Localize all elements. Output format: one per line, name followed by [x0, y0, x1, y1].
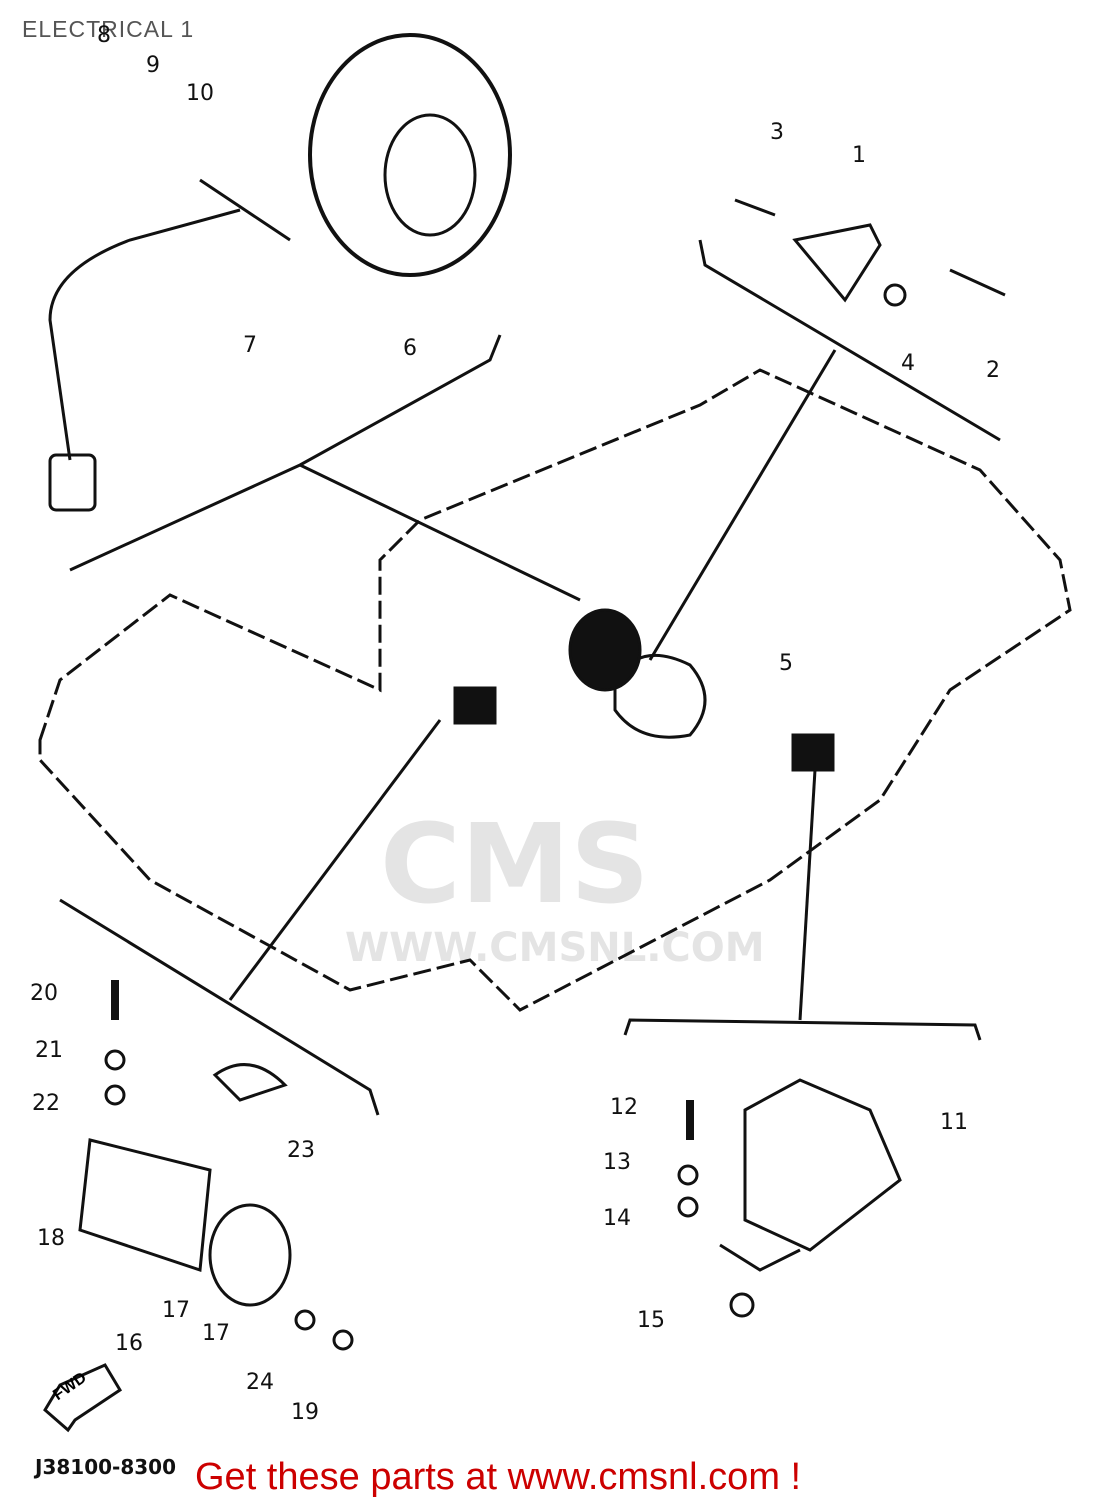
starter-relay: [208, 1203, 292, 1307]
bracket-bottom-left: [59, 898, 380, 1116]
pickup-coil-wire: [48, 178, 291, 461]
callout-3: 3: [770, 120, 784, 145]
callout-19: 19: [291, 1400, 319, 1425]
frame-body-outline: [38, 368, 1072, 1012]
nut-4: [883, 283, 907, 307]
bracket-bottom-right: [623, 1018, 982, 1041]
bracket-top-left: [69, 334, 502, 572]
bracket-top-right: [698, 239, 1001, 442]
fwd-arrow-icon: [43, 1363, 123, 1433]
callout-17a: 17: [162, 1298, 190, 1323]
washer-22: [104, 1084, 126, 1106]
starter-motor-body: [78, 1138, 212, 1273]
watermark-url: WWW.CMSNL.COM: [345, 925, 765, 971]
mount-block-right: [791, 733, 835, 772]
grommet-5: [613, 653, 707, 739]
callout-11: 11: [940, 1110, 968, 1135]
clamp-23: [212, 1063, 288, 1102]
nut-15: [729, 1292, 755, 1318]
bolt-3: [734, 198, 776, 217]
callout-4: 4: [901, 351, 915, 376]
callout-6: 6: [403, 336, 417, 361]
diagram-title: ELECTRICAL 1: [22, 16, 195, 42]
leader-line: [648, 349, 837, 661]
bolt-2: [949, 268, 1006, 297]
callout-13: 13: [603, 1150, 631, 1175]
callout-24: 24: [246, 1370, 274, 1395]
callout-1: 1: [852, 143, 866, 168]
callout-18: 18: [37, 1226, 65, 1251]
diagram-code: J38100-8300: [35, 1455, 176, 1479]
voltage-regulator-11: [743, 1078, 902, 1252]
callout-21: 21: [35, 1038, 63, 1063]
callout-8: 8: [97, 23, 111, 48]
callout-7: 7: [243, 333, 257, 358]
leader-line: [228, 719, 442, 1001]
nut-24: [294, 1309, 316, 1331]
regulator-mount: [719, 1243, 801, 1272]
callout-2: 2: [986, 358, 1000, 383]
washer-13: [677, 1164, 699, 1186]
callout-9: 9: [146, 53, 160, 78]
callout-16: 16: [115, 1331, 143, 1356]
watermark-logo: CMS: [380, 800, 650, 928]
collar-14: [677, 1196, 699, 1218]
callout-22: 22: [32, 1091, 60, 1116]
washer-21: [104, 1049, 126, 1071]
bracket-plate: [792, 223, 882, 303]
callout-23: 23: [287, 1138, 315, 1163]
wire-connector: [48, 453, 97, 512]
flywheel-hub: [383, 113, 477, 237]
callout-10: 10: [186, 81, 214, 106]
callout-14: 14: [603, 1206, 631, 1231]
callout-15: 15: [637, 1308, 665, 1333]
callout-20: 20: [30, 981, 58, 1006]
callout-5: 5: [779, 651, 793, 676]
horn-cover: [568, 608, 642, 692]
mount-block-left: [453, 686, 497, 725]
nut-19: [332, 1329, 354, 1351]
leader-line: [299, 463, 581, 602]
promo-link[interactable]: Get these parts at www.cmsnl.com !: [195, 1456, 802, 1498]
callout-17b: 17: [202, 1321, 230, 1346]
callout-12: 12: [610, 1095, 638, 1120]
flywheel-rotor: [308, 33, 512, 277]
leader-line: [798, 769, 817, 1021]
